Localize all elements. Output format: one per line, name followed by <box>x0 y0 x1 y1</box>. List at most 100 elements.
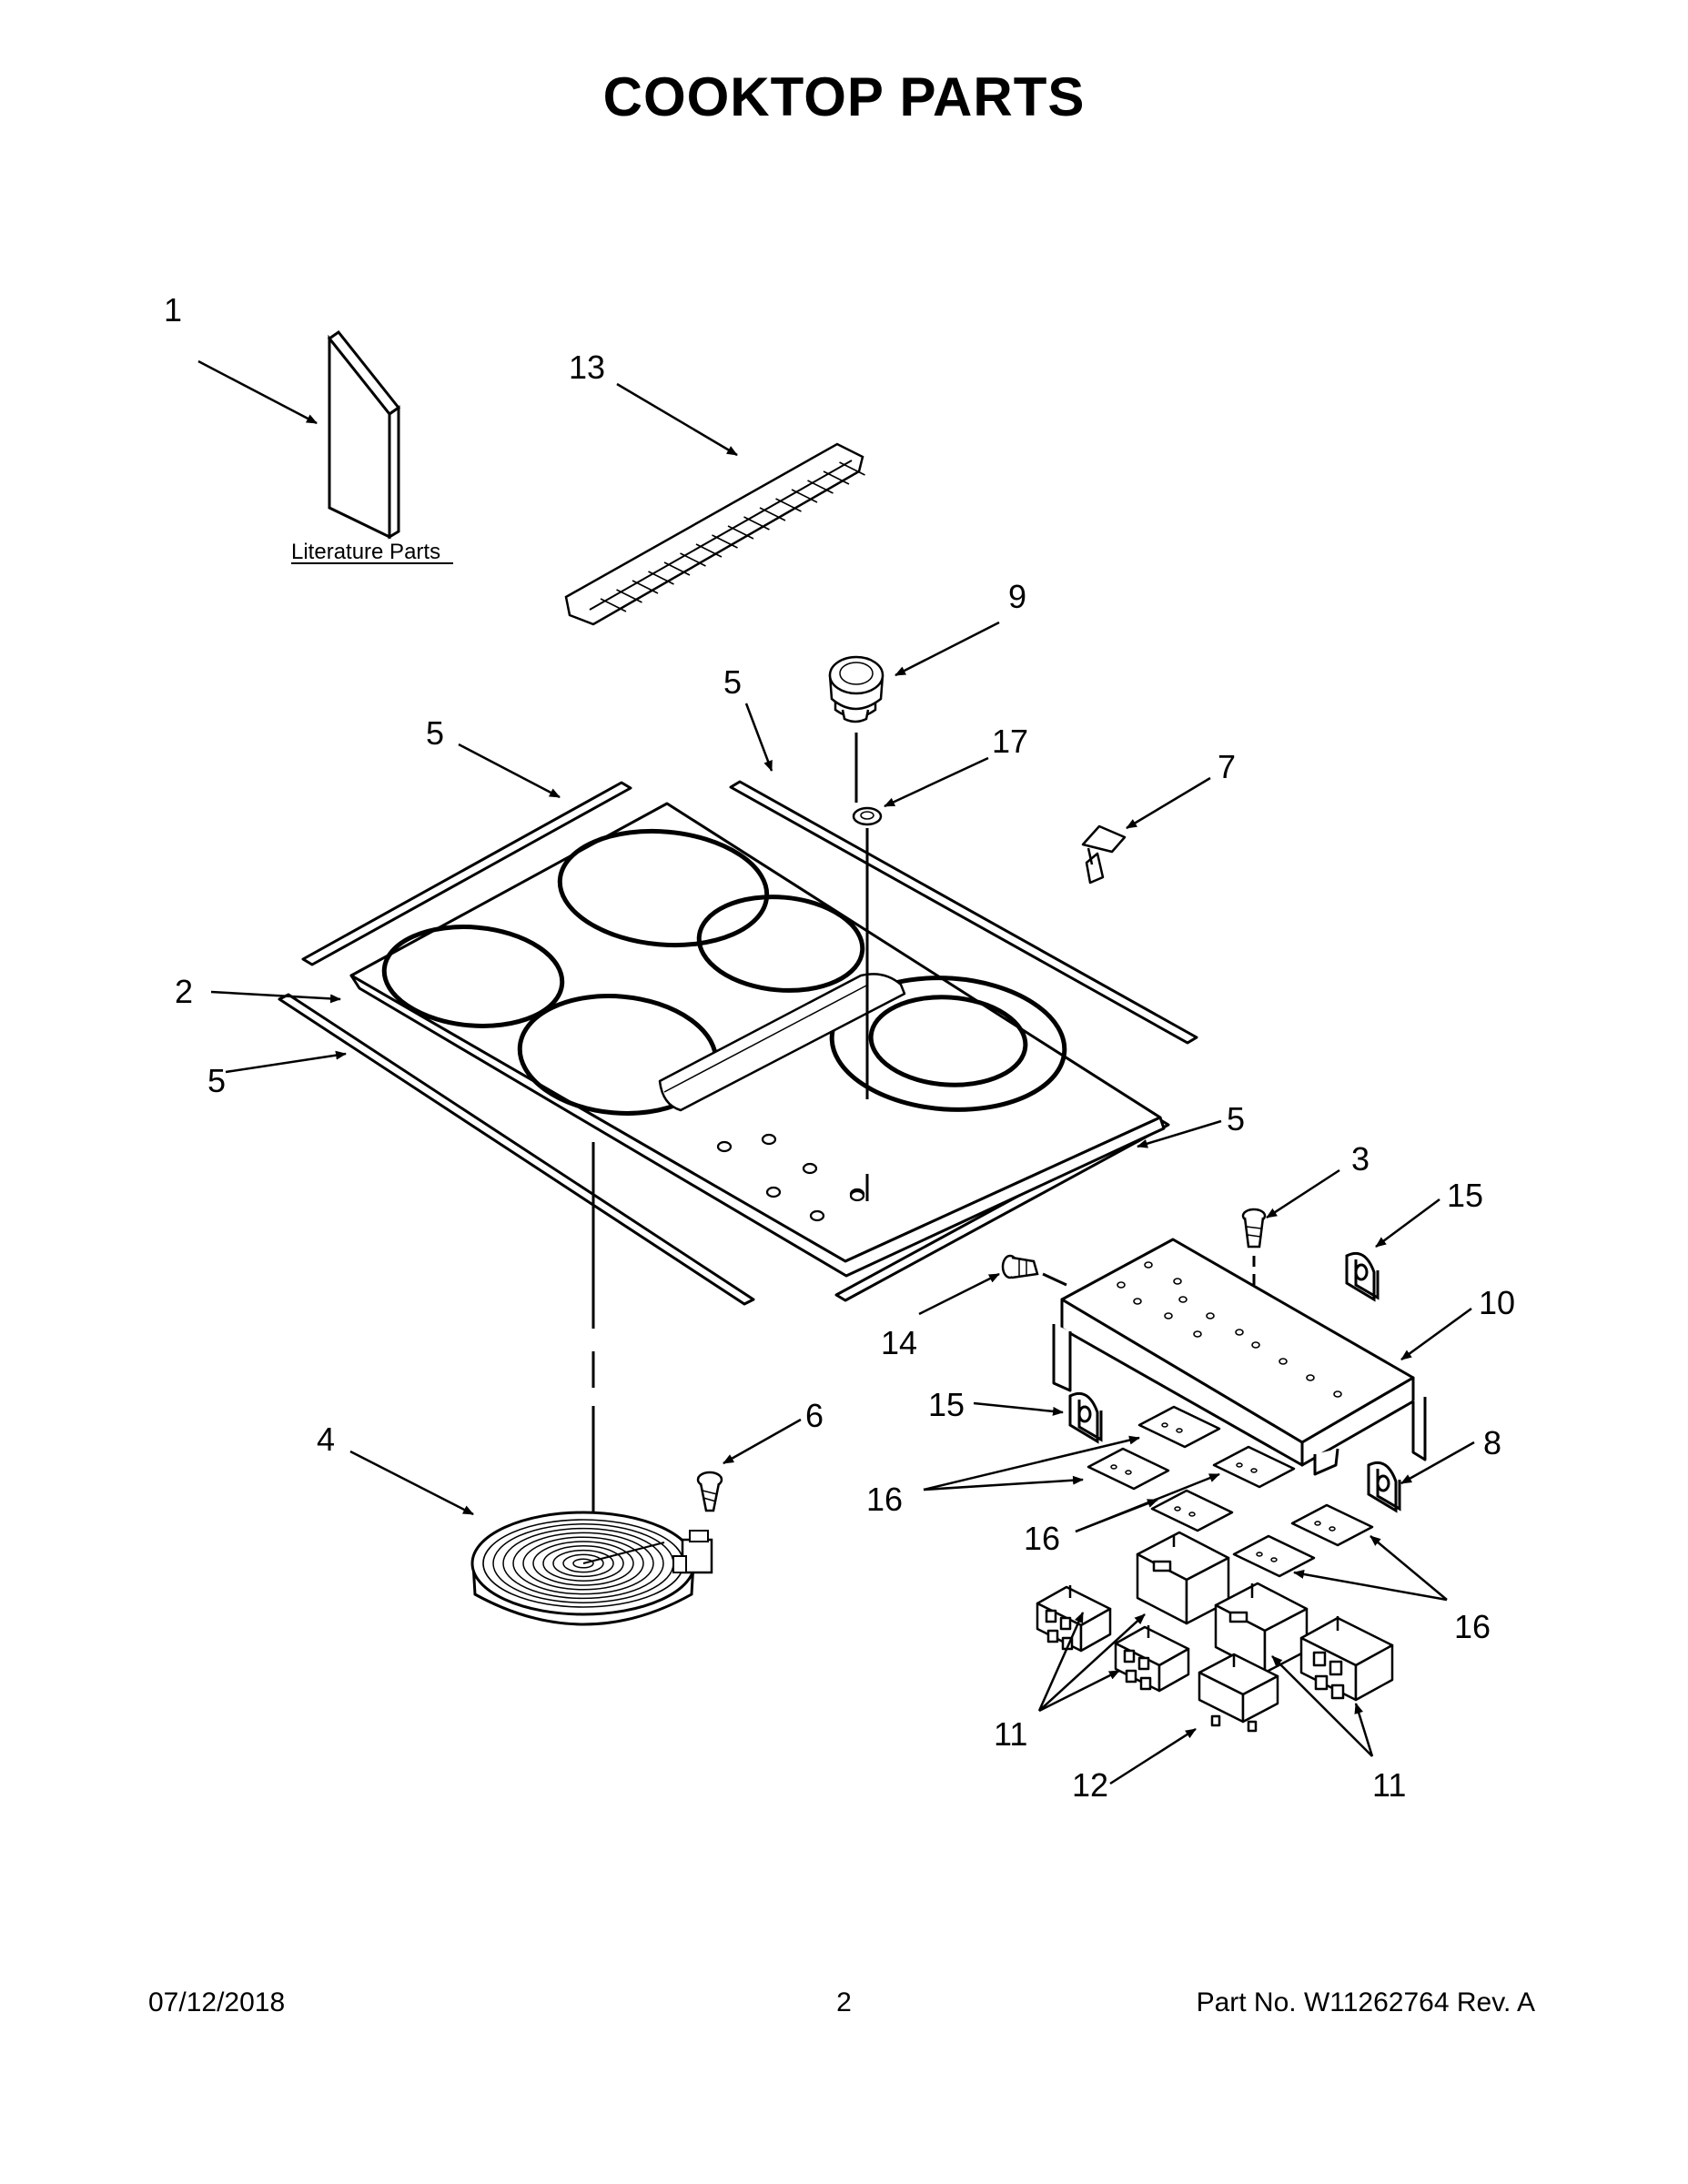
pad-hole <box>1125 1470 1132 1475</box>
knob-hole <box>802 1162 818 1175</box>
grille-slot <box>727 525 754 540</box>
pad-hole <box>1110 1464 1117 1470</box>
bracket-hole <box>1306 1374 1315 1381</box>
grille-slot <box>807 480 834 494</box>
grille-slot <box>680 552 706 567</box>
callout-15-lower: 15 <box>928 1386 965 1423</box>
bracket-hole <box>1178 1296 1188 1303</box>
knob-grommet <box>852 806 883 826</box>
footer-page-number: 2 <box>836 1987 852 2017</box>
knob-hole <box>849 1189 865 1202</box>
pad-hole <box>1256 1552 1263 1557</box>
grille-slot <box>743 516 770 531</box>
bracket-hole <box>1279 1358 1288 1365</box>
pad-hole <box>1188 1512 1196 1517</box>
burner-ring-right <box>696 895 865 993</box>
grille-slot <box>648 571 674 585</box>
element-coil <box>522 1536 644 1591</box>
grille-slot <box>600 598 627 612</box>
grille-slot <box>632 580 659 594</box>
radiant-heating-element <box>470 1511 713 1626</box>
callout-1: 1 <box>164 291 182 329</box>
footer-date: 07/12/2018 <box>148 1987 286 2017</box>
control-knob-holes <box>716 1133 865 1222</box>
bracket-hole <box>1251 1341 1260 1349</box>
element-coil <box>532 1541 634 1586</box>
bracket-hole <box>1193 1330 1202 1338</box>
callout-6: 6 <box>805 1397 824 1434</box>
screw-bracket-top <box>1241 1208 1267 1249</box>
knob-hole <box>809 1209 825 1222</box>
grille-slot <box>759 507 786 521</box>
trim-strip-rear-left <box>301 781 632 966</box>
element-coil <box>512 1532 654 1595</box>
insulator-pad <box>1087 1447 1170 1491</box>
control-knob <box>828 655 884 723</box>
callout-16-right: 16 <box>1454 1608 1491 1645</box>
callout-11-right: 11 <box>1372 1766 1406 1804</box>
bracket-holes <box>1117 1261 1342 1398</box>
pad-hole <box>1329 1526 1336 1532</box>
knob-hole <box>765 1186 782 1198</box>
insulator-pad-holes <box>1110 1422 1336 1562</box>
callout-9: 9 <box>1008 578 1026 615</box>
burner-ring-left <box>381 925 565 1028</box>
trim-strip-front-left <box>278 993 755 1306</box>
infinite-switch <box>1036 1585 1112 1653</box>
bracket-hole <box>1117 1281 1126 1289</box>
mounting-grommet-upper <box>1345 1251 1380 1302</box>
callout-7: 7 <box>1218 748 1236 785</box>
infinite-switch <box>1114 1625 1190 1693</box>
grille-slot <box>616 589 642 603</box>
element-coil <box>542 1545 624 1582</box>
callout-8: 8 <box>1483 1424 1501 1461</box>
mounting-clip <box>1081 824 1127 885</box>
callout-11-left: 11 <box>994 1715 1027 1753</box>
grille-slot <box>823 470 850 485</box>
grille-slot <box>695 543 723 558</box>
callout-16-left: 16 <box>866 1481 903 1518</box>
infinite-switch <box>1299 1616 1394 1702</box>
bracket-hole <box>1235 1329 1244 1336</box>
page-title: COOKTOP PARTS <box>602 66 1086 127</box>
knob-hole <box>761 1133 777 1146</box>
grille-slot <box>839 461 865 476</box>
footer-part-number: Part No. W11262764 Rev. A <box>1196 1987 1535 2017</box>
grille-slot <box>712 534 738 549</box>
callout-2: 2 <box>175 973 193 1010</box>
cooktop-glass <box>349 802 1166 1278</box>
bracket-hole <box>1333 1390 1342 1398</box>
infinite-switches <box>1036 1531 1394 1733</box>
insulator-pads <box>1087 1405 1374 1578</box>
callout-5-front-left: 5 <box>207 1062 226 1099</box>
insulator-pad <box>1137 1405 1221 1449</box>
grille-slot <box>775 498 802 512</box>
element-coil <box>552 1549 614 1578</box>
switch-mounting-bracket <box>1052 1238 1427 1476</box>
vent-grille <box>564 442 864 626</box>
screw-bracket-side <box>1001 1254 1039 1279</box>
callout-4: 4 <box>317 1421 335 1458</box>
pad-hole <box>1250 1468 1258 1473</box>
pad-hole <box>1161 1422 1168 1428</box>
callout-10: 10 <box>1479 1284 1515 1321</box>
insulator-pad <box>1150 1489 1234 1532</box>
vent-recess <box>658 973 906 1112</box>
mounting-grommet-lower <box>1068 1391 1103 1444</box>
mounting-grommet-part8 <box>1367 1461 1401 1513</box>
callout-5-rear-left: 5 <box>426 714 444 752</box>
knob-hole <box>716 1140 733 1153</box>
pad-hole <box>1314 1521 1321 1526</box>
callout-numbers: 1 13 9 5 5 17 7 2 5 5 3 15 10 14 15 6 4 … <box>164 291 1515 1804</box>
bracket-hole <box>1133 1298 1142 1305</box>
pad-hole <box>1236 1462 1243 1468</box>
trim-strip-rear-right <box>729 780 1198 1045</box>
infinite-switch-part12 <box>1198 1653 1279 1733</box>
pad-hole <box>1174 1506 1181 1512</box>
callout-13: 13 <box>569 349 605 386</box>
insulator-pad <box>1212 1445 1296 1489</box>
literature-parts-label: Literature Parts <box>291 540 440 564</box>
bracket-hole <box>1164 1312 1173 1320</box>
bracket-hole <box>1173 1278 1182 1285</box>
